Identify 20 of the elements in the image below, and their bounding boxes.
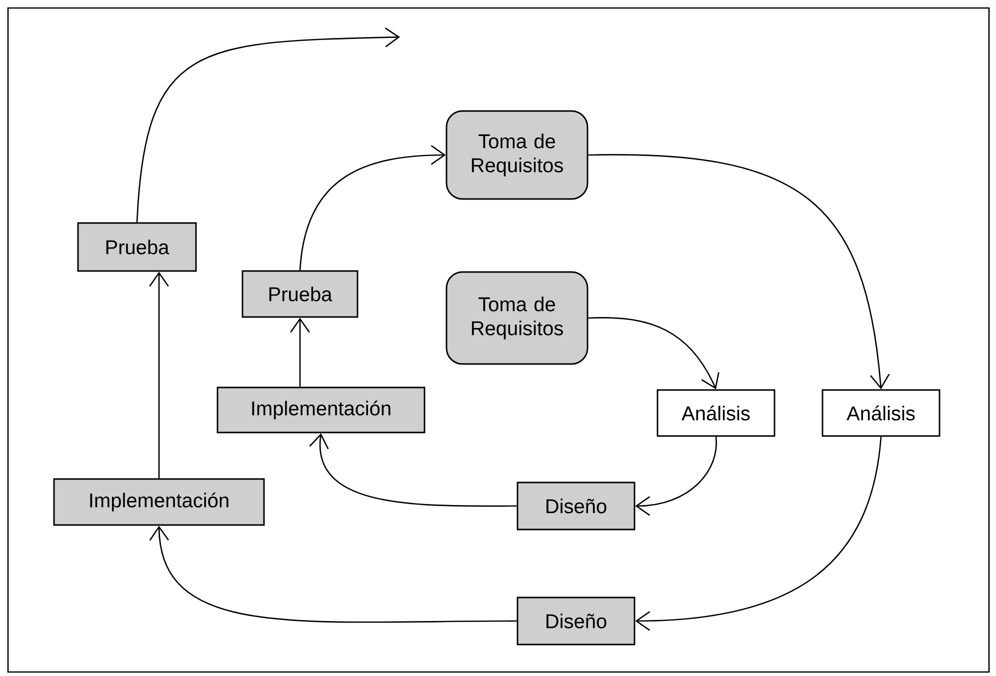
process-box: Implementación <box>216 386 426 434</box>
process-box: Análisis <box>822 389 940 437</box>
rounded-box: Toma de Requisitos <box>446 271 588 365</box>
arrow <box>149 272 169 478</box>
process-box: Diseño <box>516 596 636 646</box>
process-box: Implementación <box>53 478 265 526</box>
rounded-box: Toma de Requisitos <box>446 110 588 200</box>
arrow <box>635 436 717 516</box>
arrow <box>588 154 890 390</box>
arrow <box>299 145 446 270</box>
arrow <box>635 436 882 631</box>
process-box: Diseño <box>516 482 636 530</box>
arrow <box>290 318 310 387</box>
arrow <box>149 526 517 623</box>
arrow <box>309 433 517 507</box>
arrow <box>136 27 400 222</box>
process-box: Análisis <box>656 389 776 437</box>
arrow <box>588 316 720 390</box>
process-box: Prueba <box>77 222 197 272</box>
process-box: Prueba <box>242 270 358 318</box>
